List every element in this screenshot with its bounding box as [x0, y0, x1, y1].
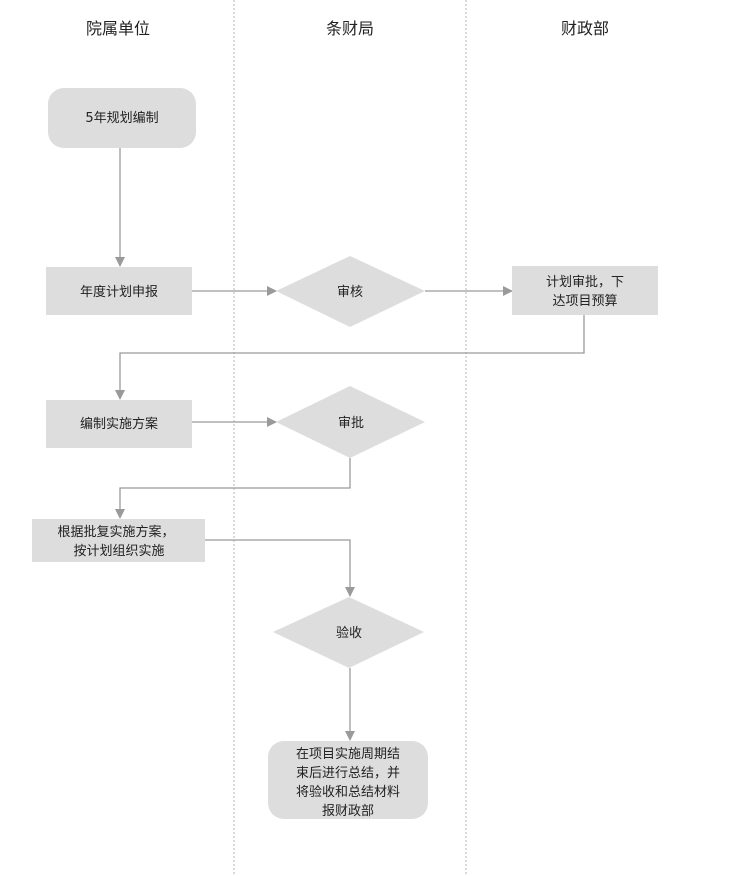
- node-summary-line-2: 束后进行总结，并: [296, 766, 400, 781]
- node-annual-plan-report-label: 年度计划申报: [80, 284, 158, 300]
- lane-title-ministry-of-finance: 财政部: [561, 19, 609, 38]
- node-plan-approval-budget: 计划审批，下 达项目预算: [512, 266, 658, 315]
- node-execute-line-1: 根据批复实施方案，: [57, 524, 174, 540]
- node-prepare-plan-label: 编制实施方案: [80, 416, 158, 432]
- node-plan-approval-line-1: 计划审批，下: [546, 275, 624, 290]
- node-summary-line-4: 报财政部: [322, 804, 374, 819]
- node-execute-line-2: 按计划组织实施: [73, 544, 164, 559]
- node-summary-report: 在项目实施周期结 束后进行总结，并 将验收和总结材料 报财政部: [268, 741, 428, 819]
- node-approve-diamond: 审批: [276, 386, 425, 458]
- lane-title-institution: 院属单位: [86, 19, 150, 38]
- node-5-year-plan-label: 5年规划编制: [85, 111, 158, 126]
- node-prepare-implementation-plan: 编制实施方案: [46, 400, 192, 448]
- node-execute-plan: 根据批复实施方案， 按计划组织实施: [32, 519, 205, 562]
- node-review-diamond: 审核: [276, 256, 425, 327]
- node-summary-line-1: 在项目实施周期结: [296, 747, 400, 762]
- node-plan-approval-line-2: 达项目预算: [552, 294, 617, 309]
- node-acceptance-label: 验收: [336, 625, 362, 641]
- node-summary-line-3: 将验收和总结材料: [296, 784, 400, 800]
- node-approve-label: 审批: [338, 416, 364, 431]
- connector-execute-to-acceptance: [205, 539, 355, 597]
- node-review-label: 审核: [337, 285, 363, 300]
- node-annual-plan-report: 年度计划申报: [46, 267, 192, 315]
- node-acceptance-diamond: 验收: [273, 597, 424, 668]
- connector-approve-to-execute: [115, 458, 351, 519]
- connector-approval-to-prepare: [115, 315, 585, 400]
- node-5-year-plan: 5年规划编制: [48, 88, 196, 148]
- lane-title-finance-bureau: 条财局: [326, 19, 374, 38]
